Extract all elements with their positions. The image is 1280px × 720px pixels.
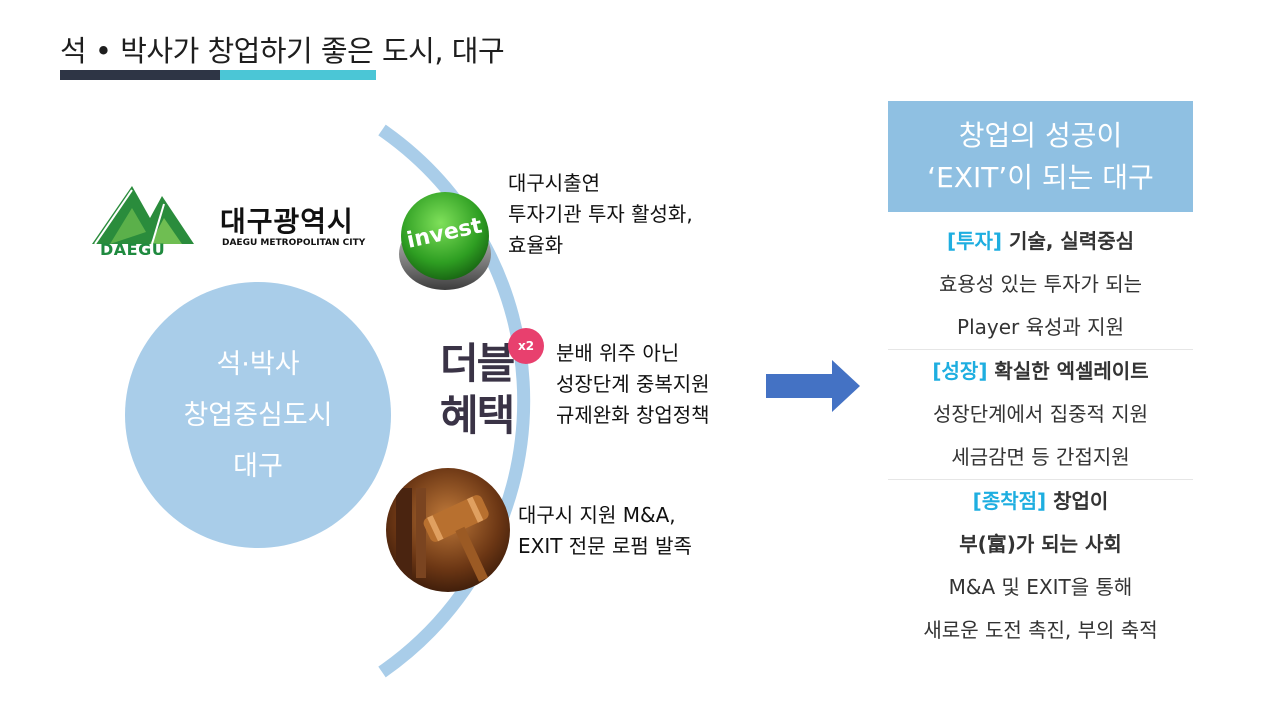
double-benefit-icon: 더블 혜택 x2 [440, 328, 550, 450]
invest-line-3: 효율화 [508, 233, 564, 257]
section-heading: 확실한 엑셀레이트 [987, 359, 1149, 383]
mountain-logo-icon [92, 186, 194, 245]
section-line: 세금감면 등 간접지원 [951, 445, 1130, 469]
benefit-text-1: 더블 [440, 339, 515, 388]
section-line: 효용성 있는 투자가 되는 [938, 272, 1143, 296]
benefit-line-2: 성장단계 중복지원 [556, 372, 710, 396]
section-line: M&A 및 EXIT을 통해 [948, 575, 1133, 599]
section-heading: 창업이 [1046, 489, 1109, 513]
exit-panel-body: [투자] 기술, 실력중심 효용성 있는 투자가 되는 Player 육성과 지… [888, 212, 1193, 652]
circle-line-1: 석·박사 [216, 348, 300, 380]
exit-panel: 창업의 성공이 ‘EXIT’이 되는 대구 [투자] 기술, 실력중심 효용성 … [888, 101, 1193, 652]
benefit-badge: x2 [508, 328, 544, 364]
benefit-description: 분배 위주 아닌 성장단계 중복지원 규제완화 창업정책 [556, 338, 710, 431]
invest-line-1: 대구시출연 [508, 171, 600, 195]
page-title: 석 • 박사가 창업하기 좋은 도시, 대구 [60, 34, 505, 68]
benefit-text-2: 혜택 [440, 391, 515, 440]
exit-header-line-2: ‘EXIT’이 되는 대구 [927, 160, 1154, 194]
title-underline-teal [220, 70, 376, 80]
circle-line-3: 대구 [233, 450, 283, 482]
section-line: Player 육성과 지원 [957, 315, 1124, 339]
section-tag: [성장] [932, 359, 988, 383]
law-firm-description: 대구시 지원 M&A, EXIT 전문 로펌 발족 [518, 500, 692, 562]
section-endpoint: [종착점] 창업이 부(富)가 되는 사회 M&A 및 EXIT을 통해 새로운… [888, 480, 1193, 652]
right-arrow-icon [766, 360, 860, 412]
benefit-line-3: 규제완화 창업정책 [556, 403, 710, 427]
invest-button-icon: invest [395, 166, 495, 296]
law-line-2: EXIT 전문 로펌 발족 [518, 534, 692, 558]
logo-mark-text: DAEGU [100, 240, 166, 259]
center-circle: 석·박사 창업중심도시 대구 [125, 282, 391, 548]
section-tag: [투자] [946, 229, 1003, 253]
section-tag: [종착점] [972, 489, 1047, 513]
section-heading-2: 부(富)가 되는 사회 [959, 532, 1122, 556]
exit-header-line-1: 창업의 성공이 [958, 118, 1123, 152]
section-heading: 기술, 실력중심 [1002, 229, 1135, 253]
benefit-line-1: 분배 위주 아닌 [556, 341, 680, 365]
title-underline-dark [60, 70, 220, 80]
invest-line-2: 투자기관 투자 활성화, [508, 202, 693, 226]
section-line: 성장단계에서 집중적 지원 [932, 402, 1149, 426]
daegu-logo: DAEGU 대구광역시 DAEGU METROPOLITAN CITY [90, 178, 390, 268]
law-line-1: 대구시 지원 M&A, [518, 503, 676, 527]
gavel-icon [386, 468, 510, 592]
circle-line-2: 창업중심도시 [183, 399, 333, 431]
exit-panel-header: 창업의 성공이 ‘EXIT’이 되는 대구 [888, 101, 1193, 212]
invest-description: 대구시출연 투자기관 투자 활성화, 효율화 [508, 168, 693, 261]
section-line: 새로운 도전 촉진, 부의 축적 [923, 618, 1158, 642]
section-investment: [투자] 기술, 실력중심 효용성 있는 투자가 되는 Player 육성과 지… [888, 212, 1193, 350]
section-growth: [성장] 확실한 엑셀레이트 성장단계에서 집중적 지원 세금감면 등 간접지원 [888, 350, 1193, 480]
logo-subtitle: DAEGU METROPOLITAN CITY [222, 238, 366, 248]
logo-name: 대구광역시 [220, 205, 354, 238]
